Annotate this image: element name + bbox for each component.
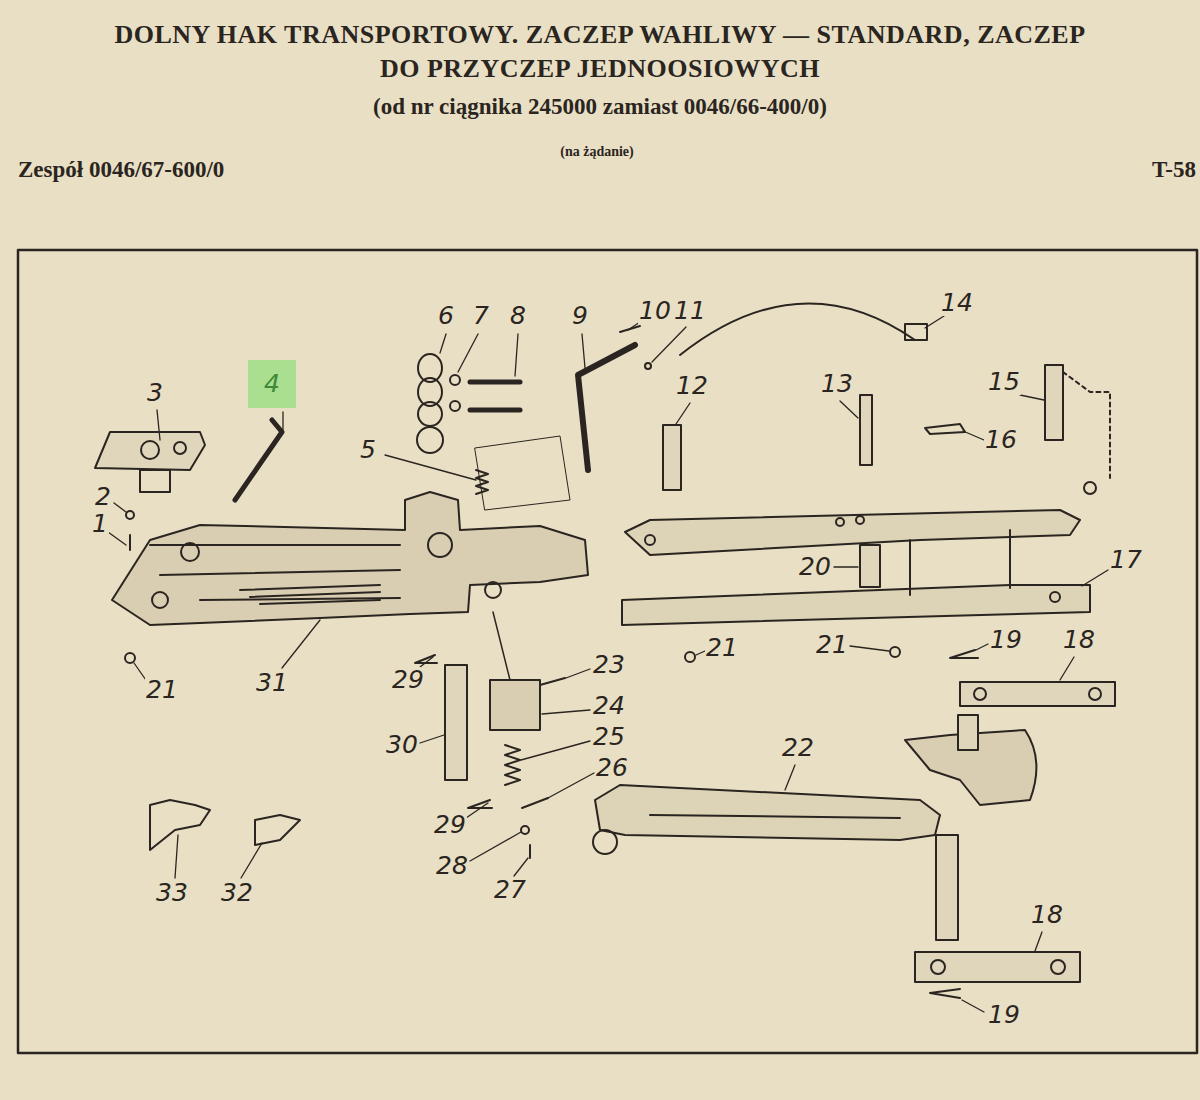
page-number: T-58: [1152, 157, 1196, 183]
callout-number: 28: [435, 853, 469, 879]
callout-number: 22: [781, 735, 815, 761]
callout-number: 9: [571, 303, 589, 329]
callout-number: 6: [437, 303, 455, 329]
callout-number: 16: [984, 427, 1018, 453]
callout-number: 25: [592, 724, 626, 750]
highlight-box: 4: [248, 360, 296, 408]
callout-number: 26: [595, 755, 629, 781]
callout-number: 11: [673, 298, 707, 324]
callout-number: 29: [391, 667, 425, 693]
callout-number: 13: [820, 371, 854, 397]
callout-number: 27: [493, 877, 527, 903]
callout-number: 21: [815, 632, 849, 658]
callout-number: 29: [433, 812, 467, 838]
callout-number: 10: [638, 298, 672, 324]
page-title: DOLNY HAK TRANSPORTOWY. ZACZEP WAHLIWY —…: [100, 18, 1100, 86]
callout-number: 32: [220, 880, 254, 906]
callout-number: 15: [987, 369, 1021, 395]
callout-number: 33: [155, 880, 189, 906]
subtitle: (od nr ciągnika 245000 zamiast 0046/66-4…: [373, 94, 827, 120]
callout-number: 2: [94, 484, 112, 510]
callout-number: 18: [1062, 627, 1096, 653]
callout-number: 5: [359, 437, 377, 463]
callout-number: 19: [989, 627, 1023, 653]
group-number: Zespół 0046/67-600/0: [18, 157, 224, 183]
callout-number: 4: [263, 371, 281, 397]
callout-number: 3: [146, 380, 164, 406]
callout-number: 21: [705, 635, 739, 661]
callout-number: 24: [592, 693, 626, 719]
callout-number: 20: [798, 554, 832, 580]
callout-number: 17: [1109, 547, 1143, 573]
note: (na żądanie): [560, 144, 634, 160]
callout-number: 31: [255, 670, 289, 696]
callout-number: 8: [509, 303, 527, 329]
callout-number: 12: [675, 373, 709, 399]
callout-number: 19: [987, 1002, 1021, 1028]
callout-number: 23: [592, 652, 626, 678]
callout-number: 30: [385, 732, 419, 758]
callout-number: 7: [472, 303, 490, 329]
callout-number: 21: [145, 677, 179, 703]
callout-number: 14: [940, 290, 974, 316]
callout-number: 1: [91, 511, 109, 537]
callout-number: 18: [1030, 902, 1064, 928]
